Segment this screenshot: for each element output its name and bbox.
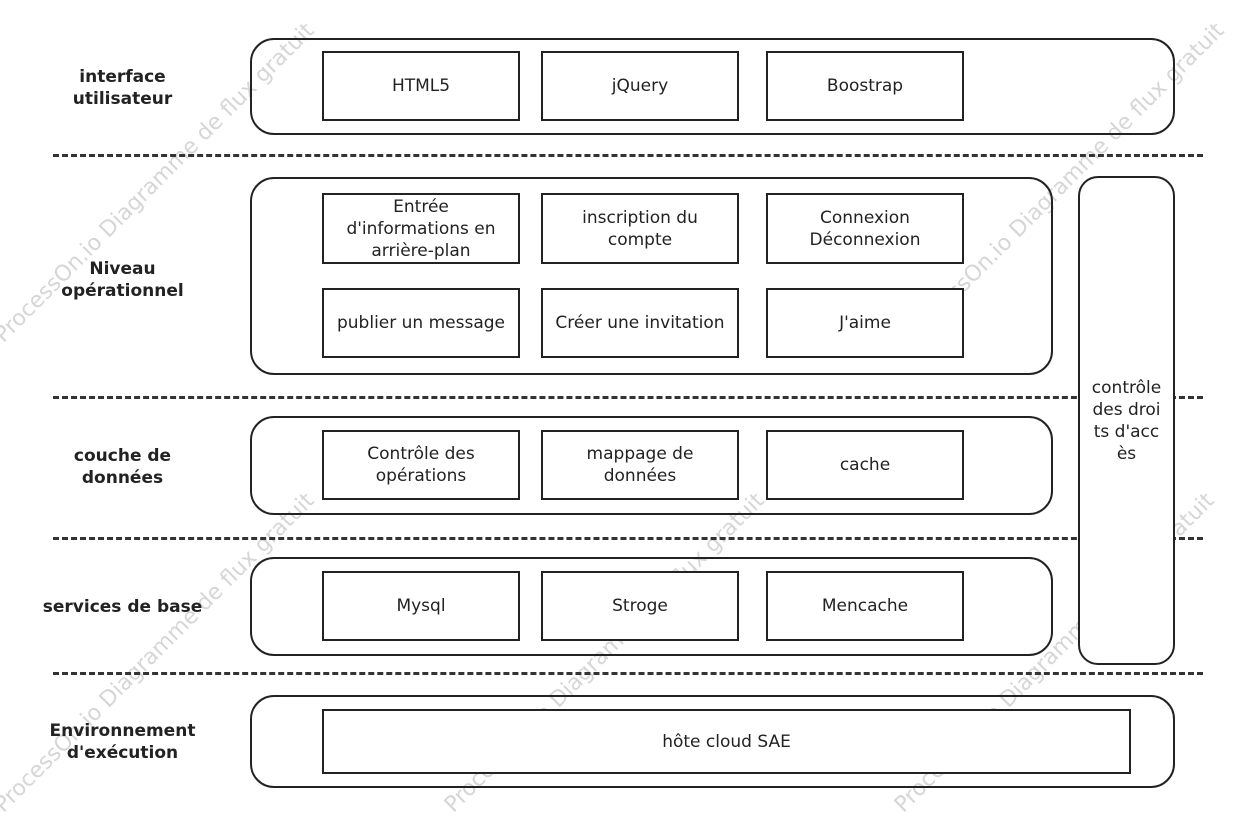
component-label: HTML5 [391,76,451,96]
access-control-label: contrôle des droits d'accès [1091,377,1162,464]
component-label: Mencache [821,596,909,616]
component-box: J'aime [766,288,964,358]
component-box: cache [766,430,964,500]
layer-divider [53,672,1203,675]
component-box: Créer une invitation [541,288,739,358]
group-runtime [250,695,1175,788]
layer-label-ui: interface utilisateur [72,67,173,109]
component-box: Stroge [541,571,739,641]
component-label: publier un message [336,313,505,333]
component-box: Mencache [766,571,964,641]
component-label: hôte cloud SAE [662,731,791,752]
layer-divider [53,396,1203,399]
component-label: Mysql [396,596,446,616]
layer-label-data: couche de données [73,446,172,488]
component-box: HTML5 [322,51,520,121]
group-operational [250,177,1053,375]
component-label: mappage de données [586,444,694,486]
component-box: hôte cloud SAE [322,709,1131,774]
layer-label-base-services: services de base [42,597,203,617]
component-box: mappage de données [541,430,739,500]
component-label: Boostrap [826,76,904,96]
layer-label-operational: Niveau opérationnel [61,259,184,301]
access-control-box: contrôle des droits d'accès [1078,176,1175,665]
component-box: jQuery [541,51,739,121]
layer-divider [53,154,1203,157]
component-label: cache [839,455,891,475]
component-label: Contrôle des opérations [367,444,475,486]
component-label: inscription du compte [582,207,698,250]
component-box: Contrôle des opérations [322,430,520,500]
group-base-services [250,557,1053,656]
component-label: Connexion Déconnexion [809,207,921,250]
group-ui [250,38,1175,135]
layer-divider [53,537,1203,540]
group-data [250,416,1053,515]
component-box: Mysql [322,571,520,641]
component-box: inscription du compte [541,193,739,264]
component-label: jQuery [611,76,669,96]
component-box: publier un message [322,288,520,358]
component-box: Boostrap [766,51,964,121]
component-label: J'aime [839,313,891,333]
component-label: Entrée d'informations en arrière-plan [346,196,496,261]
component-box: Entrée d'informations en arrière-plan [322,193,520,264]
component-label: Créer une invitation [555,313,725,333]
component-box: Connexion Déconnexion [766,193,964,264]
component-label: Stroge [612,596,668,616]
layer-label-runtime: Environnement d'exécution [49,721,196,763]
